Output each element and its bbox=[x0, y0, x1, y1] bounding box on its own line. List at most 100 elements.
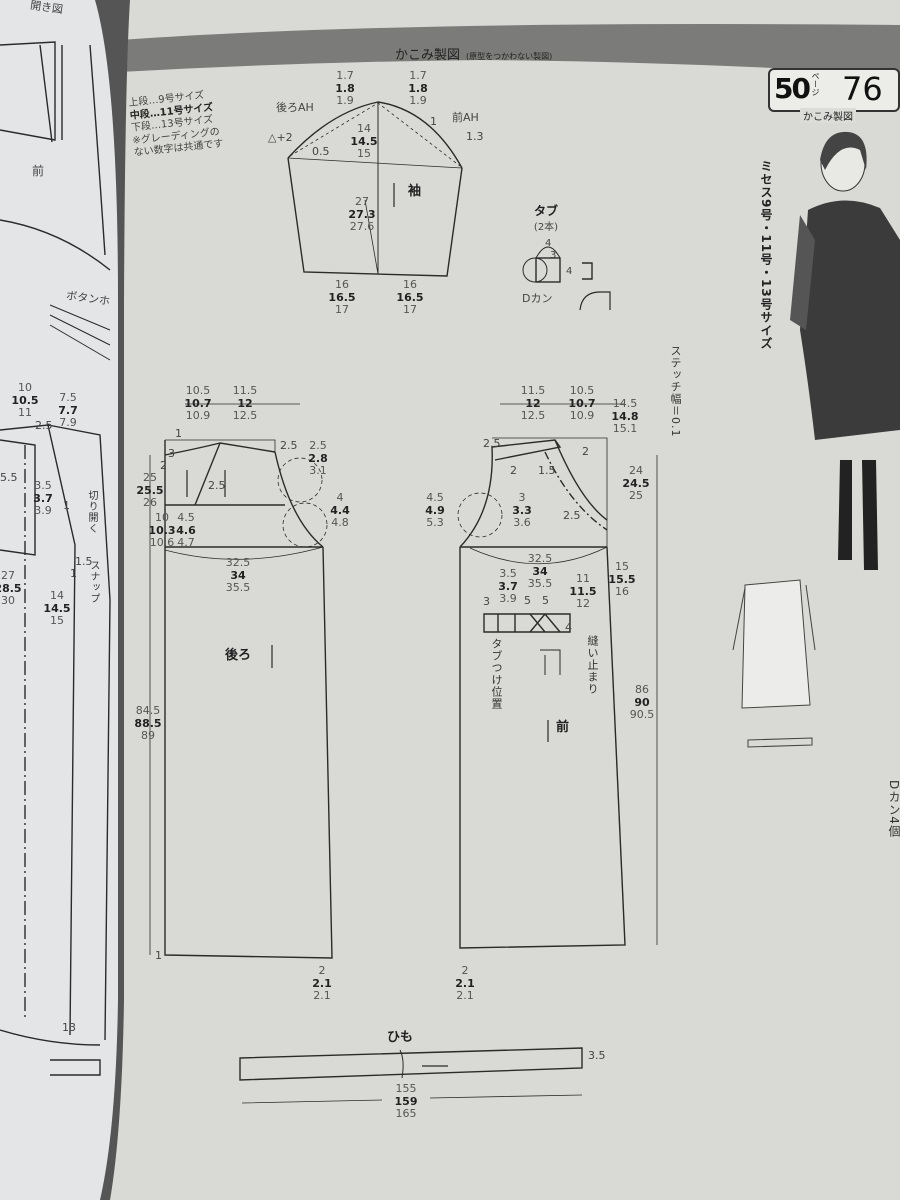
front-measure: 3 bbox=[483, 595, 490, 608]
front-measure: 2.5 bbox=[563, 509, 581, 522]
left-page-pattern bbox=[0, 41, 111, 1076]
measurement-value: 88.5 bbox=[134, 716, 162, 730]
back-measure: 1 bbox=[155, 949, 162, 962]
badge-label: かこみ製図 bbox=[800, 108, 856, 123]
measurement-value: 26 bbox=[142, 496, 157, 509]
measurement-value: 4.5 bbox=[177, 511, 195, 524]
measurement-value: 12 bbox=[525, 396, 541, 410]
pattern-number: 76 bbox=[842, 70, 883, 108]
measurement-value: 2.5 bbox=[309, 439, 327, 452]
left-measure: 1.5 bbox=[75, 555, 93, 568]
measurement-value: 16 bbox=[614, 585, 629, 598]
size-legend: 上段…9号サイズ 中段…11号サイズ 下段…13号サイズ ※グレーディングの な… bbox=[128, 89, 224, 161]
measurement-value: 4.8 bbox=[331, 516, 349, 529]
front-title: 前 bbox=[556, 720, 570, 735]
front-measure: 5 bbox=[542, 594, 549, 607]
section-title: かこみ製図 (原型をつかわない製図) bbox=[395, 44, 552, 63]
sleeve-measure: △+2 bbox=[268, 131, 293, 144]
left-page bbox=[0, 0, 118, 1200]
measurement-value: 10 bbox=[17, 381, 32, 394]
measurement-value: 11.5 bbox=[232, 384, 258, 397]
measurement-value: 4.7 bbox=[177, 536, 195, 549]
measurement-value: 3.9 bbox=[34, 504, 52, 517]
back-title: 後ろ bbox=[225, 648, 252, 663]
measurement-value: 90 bbox=[634, 695, 650, 709]
measurement-value: 1.8 bbox=[408, 81, 428, 95]
title-text: かこみ製図 bbox=[395, 48, 461, 63]
measurement-value: 34 bbox=[532, 564, 548, 578]
tab-measure: 3 bbox=[550, 250, 557, 261]
front-measure: 2 bbox=[510, 464, 517, 477]
measurement-value: 35.5 bbox=[527, 577, 553, 590]
measurement-value: 2 bbox=[461, 964, 469, 977]
back-armhole-label: 後ろAH bbox=[276, 101, 314, 114]
measurement-value: 1.8 bbox=[335, 81, 355, 95]
measurement-value: 16 bbox=[334, 278, 349, 291]
measurement-value: 16.5 bbox=[396, 290, 424, 304]
measurement-value: 12.5 bbox=[520, 409, 546, 422]
page-unit: ページ bbox=[811, 72, 820, 96]
sleeve-pattern bbox=[287, 101, 463, 277]
front-measure: 4 bbox=[565, 621, 572, 634]
back-measure: 3 bbox=[168, 447, 175, 460]
measurement-value: 2.1 bbox=[312, 976, 332, 990]
measurement-value: 10.7 bbox=[568, 396, 596, 410]
measurement-value: 10.6 bbox=[149, 536, 175, 549]
measurement-value: 10 bbox=[154, 511, 169, 524]
measurement-value: 14 bbox=[49, 589, 64, 602]
tab-measure: 4 bbox=[566, 266, 573, 277]
front-bodice-pattern bbox=[457, 403, 658, 949]
tab-title: タブ bbox=[533, 204, 559, 218]
measurement-value: 90.5 bbox=[629, 708, 655, 721]
measurement-value: 27.3 bbox=[348, 207, 376, 221]
notions-label: Dカン4個 bbox=[887, 780, 900, 838]
sleeve-measure: 1.3 bbox=[466, 130, 484, 143]
measurement-value: 2.1 bbox=[455, 976, 475, 990]
measurement-value: 5.3 bbox=[426, 516, 444, 529]
left-measure: 1 bbox=[63, 499, 70, 512]
measurement-value: 4 bbox=[336, 491, 344, 504]
measurement-value: 10.7 bbox=[184, 396, 212, 410]
measurement-value: 1.7 bbox=[336, 69, 354, 82]
measurement-value: 14.5 bbox=[43, 601, 71, 615]
measurement-value: 10.5 bbox=[185, 384, 211, 397]
measurement-value: 3.7 bbox=[33, 491, 53, 505]
measurement-value: 2.1 bbox=[456, 989, 474, 1002]
measurement-value: 3.3 bbox=[512, 503, 532, 517]
back-measure: 2 bbox=[160, 459, 167, 472]
gutter bbox=[95, 0, 130, 1200]
back-bodice-pattern bbox=[149, 403, 333, 959]
subtitle-text: (原型をつかわない製図) bbox=[466, 52, 553, 61]
measurement-value: 25.5 bbox=[136, 483, 164, 497]
measurement-value: 7.7 bbox=[58, 403, 78, 417]
front-measure: 5 bbox=[524, 594, 531, 607]
measurement-value: 3.6 bbox=[513, 516, 531, 529]
left-measure: 2728.530 bbox=[0, 569, 22, 608]
measurement-value: 84.5 bbox=[135, 704, 161, 717]
measurement-value: 24 bbox=[628, 464, 643, 477]
measurement-value: 89 bbox=[140, 729, 155, 742]
tab-measure: 4 bbox=[545, 238, 552, 249]
measurement-value: 30 bbox=[0, 594, 15, 607]
measurement-value: 15.5 bbox=[608, 572, 636, 586]
measurement-value: 17 bbox=[402, 303, 417, 316]
measurement-value: 15 bbox=[614, 560, 629, 573]
